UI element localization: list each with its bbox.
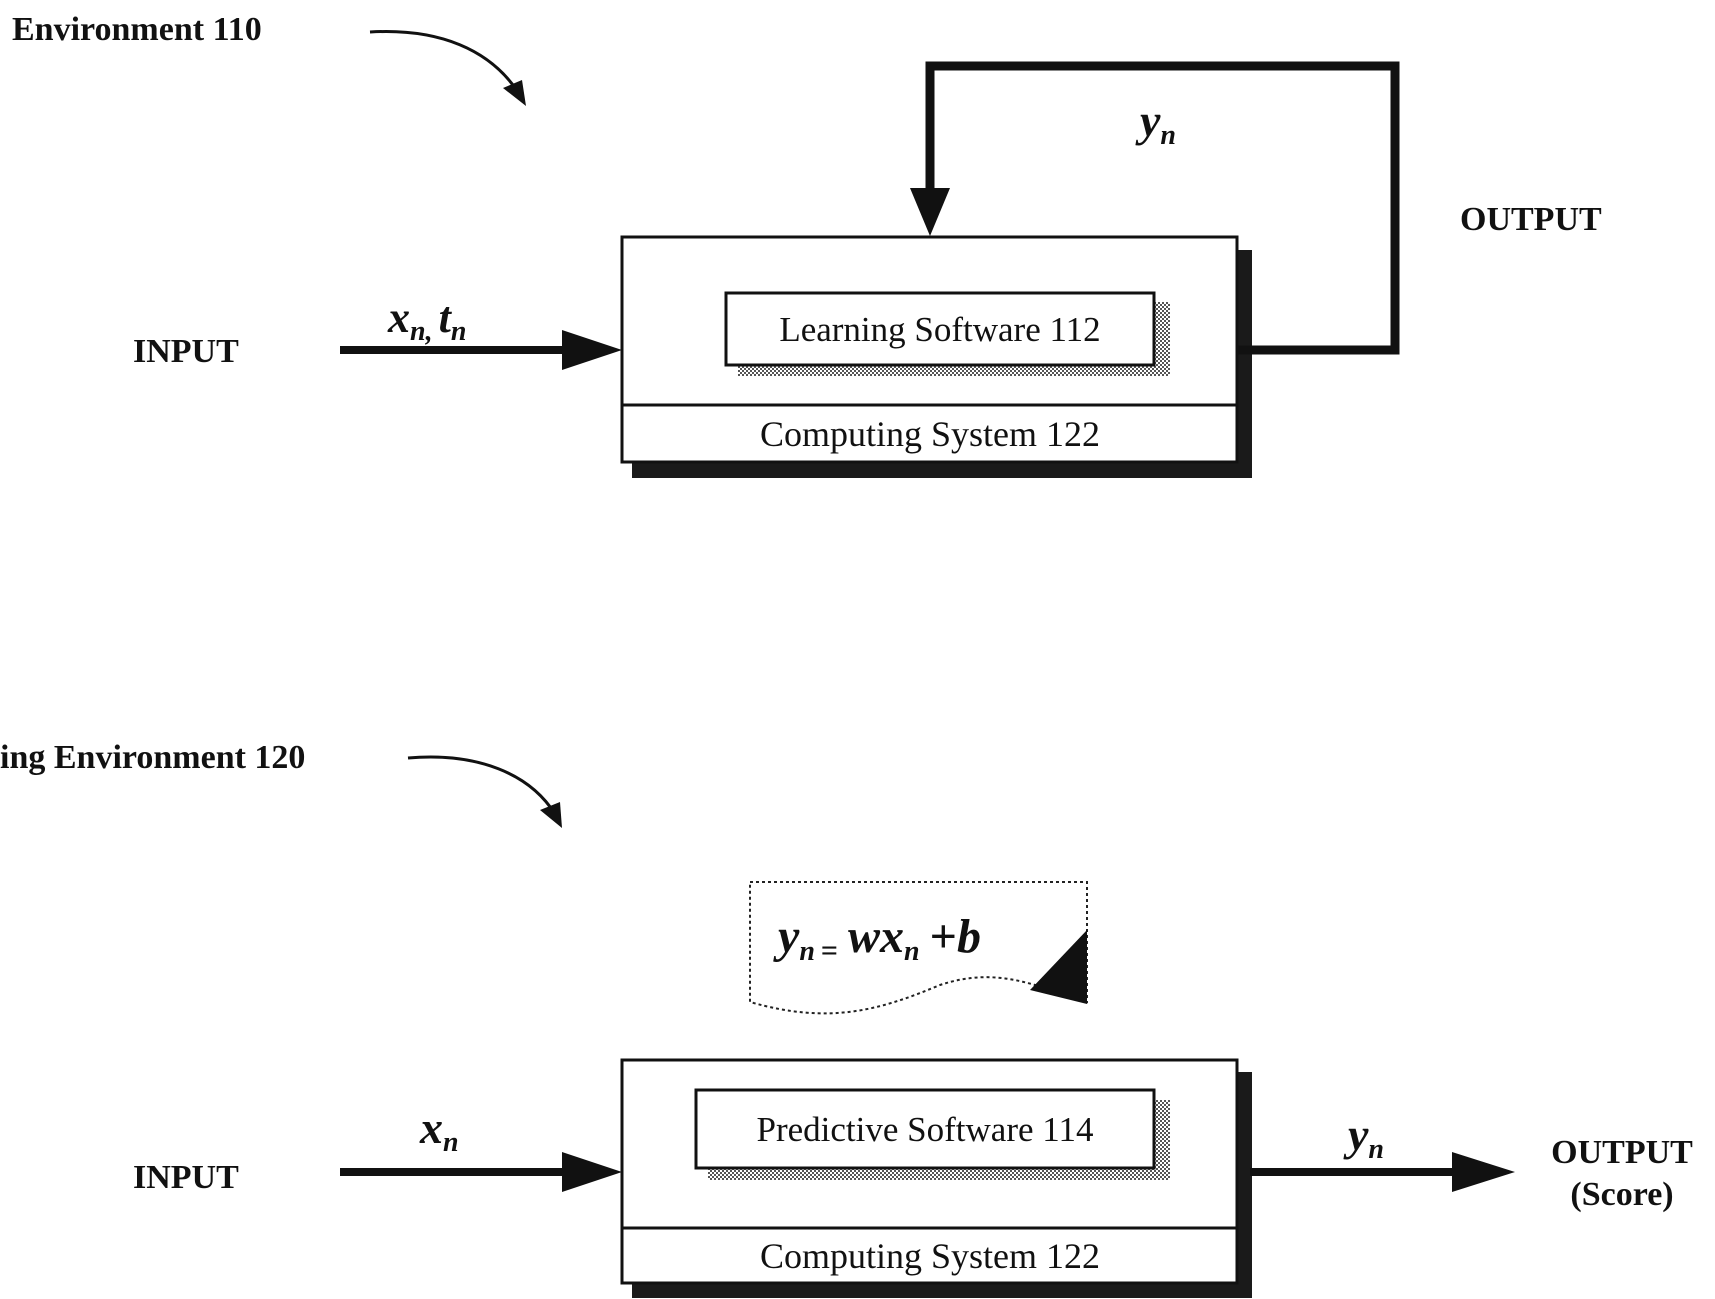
top-feedback-var: yn (1135, 95, 1176, 151)
top-software-label: Learning Software 112 (779, 310, 1100, 349)
top-env-curved-arrow (370, 32, 518, 92)
top-env-label: Environment 110 (12, 11, 262, 48)
bottom-system-label: Computing System 122 (760, 1236, 1100, 1276)
bottom-output-arrowhead (1452, 1152, 1515, 1192)
bottom-environment: ing Environment 120 yn=wxn+b INPUT xn Co… (0, 739, 1693, 1298)
top-input-label: INPUT (133, 333, 239, 370)
bottom-software-label: Predictive Software 114 (757, 1110, 1094, 1149)
bottom-output-var: yn (1343, 1109, 1384, 1165)
bottom-env-label: ing Environment 120 (0, 739, 305, 776)
bottom-env-curved-arrow (408, 757, 555, 814)
top-input-vars: xn,tn (387, 293, 466, 347)
bottom-input-label: INPUT (133, 1159, 239, 1196)
bottom-output-label: OUTPUT (1551, 1134, 1693, 1171)
top-environment: Environment 110 INPUT xn,tn Computing Sy… (12, 11, 1602, 478)
bottom-output-sublabel: (Score) (1570, 1176, 1673, 1213)
top-env-curved-arrow-head (503, 80, 526, 106)
top-system-label: Computing System 122 (760, 414, 1100, 454)
top-output-label: OUTPUT (1460, 201, 1602, 238)
top-input-arrowhead (562, 330, 622, 370)
bottom-input-var: xn (419, 1102, 459, 1158)
top-feedback-arrowhead (910, 188, 950, 236)
bottom-input-arrowhead (562, 1152, 622, 1192)
bottom-env-curved-arrow-head (540, 802, 562, 828)
